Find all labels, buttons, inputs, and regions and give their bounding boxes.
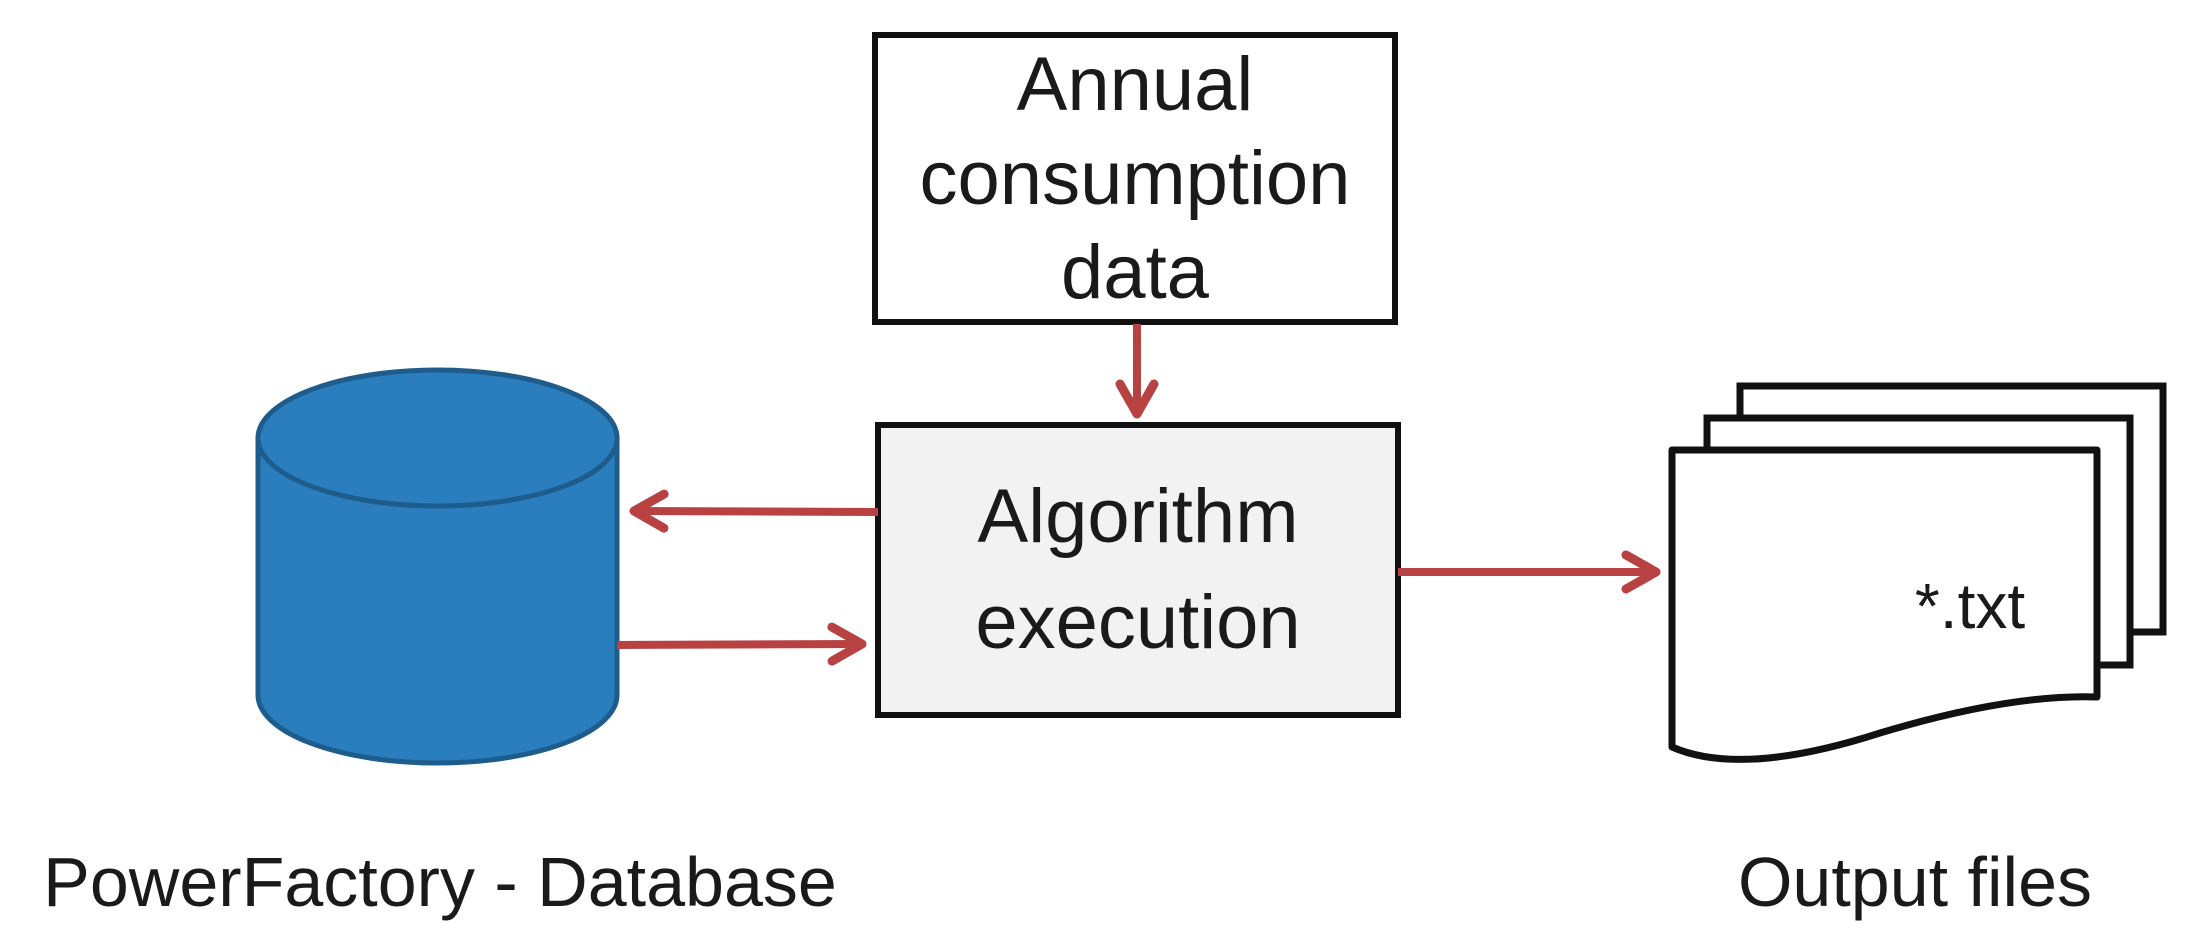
algorithm-execution-box-label: Algorithm execution — [878, 425, 1398, 715]
annual-label-line-2: consumption — [919, 135, 1351, 221]
annual-label-line-1: Annual — [1016, 41, 1254, 127]
database-cylinder-top — [255, 367, 620, 509]
algorithm-label-line-2: execution — [975, 580, 1301, 665]
txt-file-label: *.txt — [1914, 570, 2026, 642]
algorithm-label-line-1: Algorithm — [977, 474, 1299, 559]
output-page-front — [1668, 446, 2101, 763]
database-cylinder-icon — [255, 367, 620, 766]
arrow-database-to-algorithm — [616, 622, 867, 666]
output-files-caption: Output files — [1737, 843, 2093, 921]
arrow-algorithm-to-database — [629, 489, 879, 533]
annual-consumption-box-label: Annual consumption data — [875, 35, 1395, 322]
annual-label-line-3: data — [1061, 229, 1209, 315]
database-cylinder-body — [255, 438, 620, 766]
algorithm-execution-box — [875, 422, 1401, 718]
output-files-icon — [1668, 382, 2167, 763]
database-caption: PowerFactory - Database — [43, 843, 837, 921]
annual-consumption-box — [872, 32, 1398, 325]
